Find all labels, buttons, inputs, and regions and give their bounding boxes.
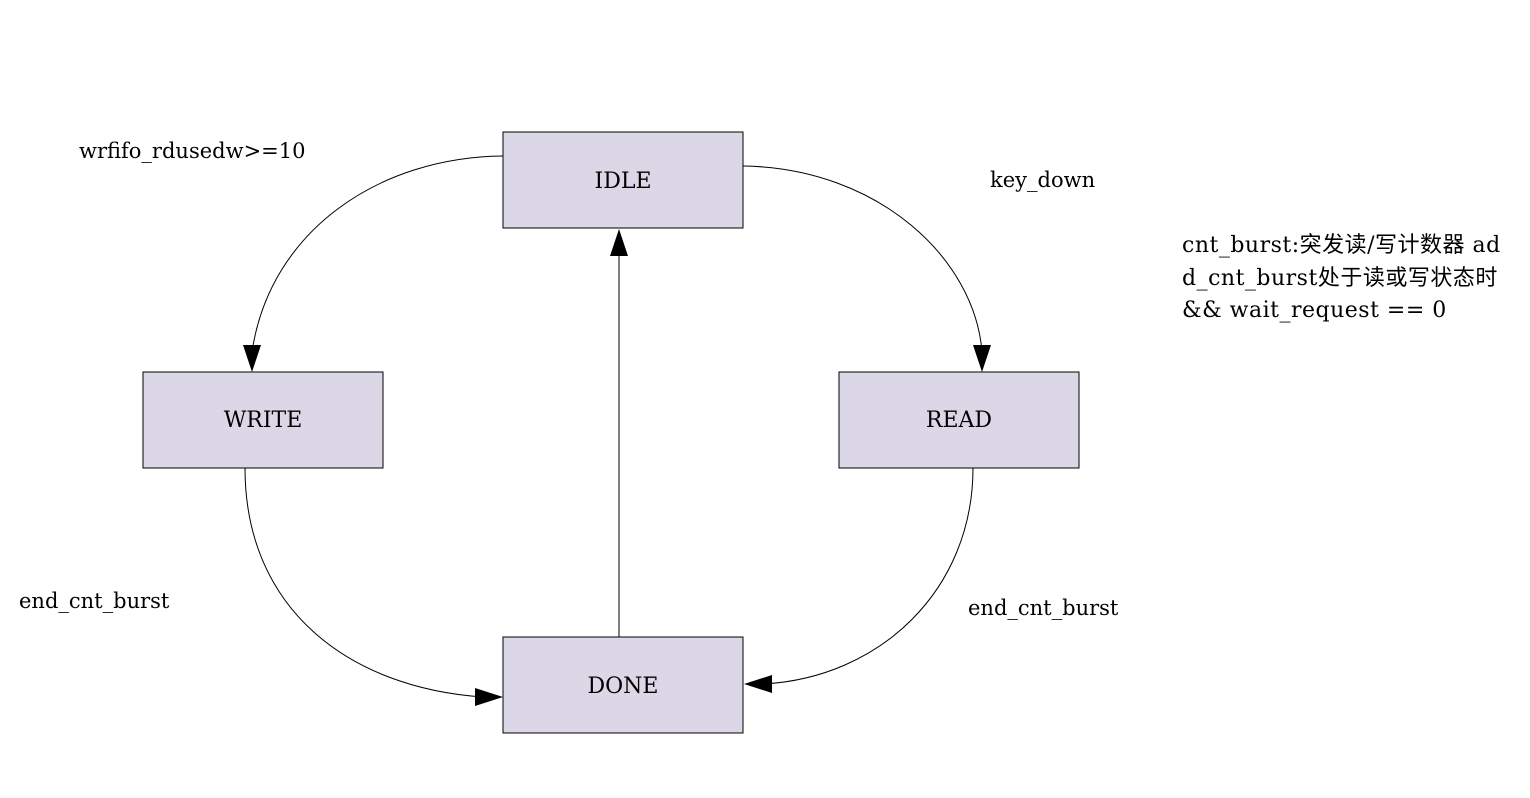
label-write-to-done: end_cnt_burst (19, 589, 170, 613)
edge-write-to-done (244, 467, 484, 698)
edge-idle-to-write (251, 155, 504, 353)
state-write-label: WRITE (224, 408, 303, 433)
annotation-note: cnt_burst:突发读/写计数器 add_cnt_burst处于读或写状态时… (1182, 233, 1501, 323)
state-read: READ (838, 371, 1080, 469)
state-read-label: READ (926, 408, 992, 433)
state-done: DONE (502, 636, 744, 734)
arrowhead-idle (610, 229, 628, 256)
arrowhead-done-left (475, 688, 503, 706)
label-idle-to-read: key_down (990, 168, 1095, 192)
state-write: WRITE (142, 371, 384, 469)
state-idle-label: IDLE (595, 169, 652, 194)
arrowhead-read (973, 345, 991, 372)
state-done-label: DONE (588, 674, 659, 699)
arrowhead-write (243, 345, 261, 372)
label-read-to-done: end_cnt_burst (968, 596, 1119, 620)
label-idle-to-write: wrfifo_rdusedw>=10 (79, 139, 305, 163)
edge-read-to-done (762, 467, 974, 685)
edge-idle-to-read (742, 165, 983, 353)
state-idle: IDLE (502, 131, 744, 229)
arrowhead-done-right (744, 675, 772, 693)
